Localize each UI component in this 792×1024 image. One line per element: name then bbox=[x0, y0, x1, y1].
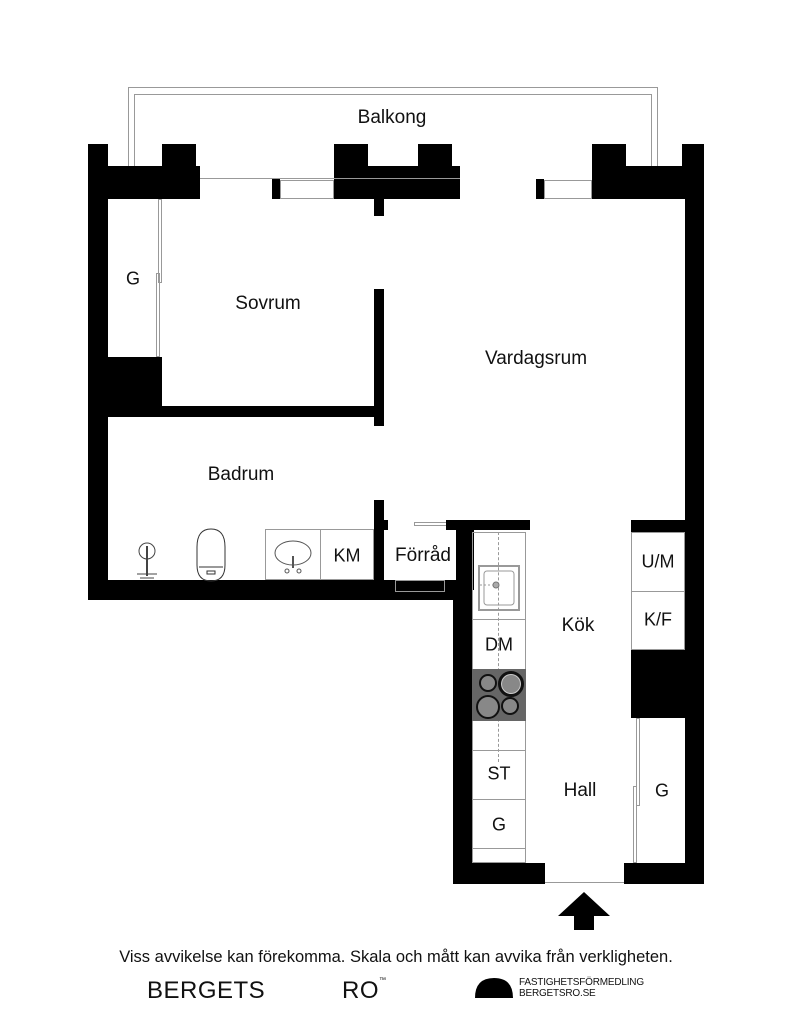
room-label-forrad: Förråd bbox=[395, 545, 451, 566]
wall bbox=[536, 179, 544, 199]
closet-door bbox=[158, 199, 162, 283]
wall bbox=[374, 289, 384, 426]
fixture-label-km: KM bbox=[333, 545, 361, 566]
room-label-vardagsrum: Vardagsrum bbox=[484, 348, 588, 369]
logo-dome-icon bbox=[475, 978, 513, 998]
closet-door bbox=[156, 273, 160, 357]
sink-icon bbox=[274, 540, 312, 574]
window bbox=[280, 180, 334, 199]
agency-line-2: BERGETSRO.SE bbox=[519, 988, 596, 999]
room-label-kok: Kök bbox=[561, 615, 595, 636]
counter-divider bbox=[472, 619, 526, 620]
wall bbox=[374, 199, 384, 216]
brand-left: BERGETS bbox=[147, 977, 266, 1004]
counter-divider bbox=[631, 591, 685, 592]
room-label-badrum: Badrum bbox=[207, 464, 275, 485]
wall bbox=[453, 863, 545, 884]
counter-centerline bbox=[498, 532, 499, 762]
wall bbox=[446, 520, 530, 530]
wall bbox=[108, 357, 162, 407]
wall bbox=[108, 406, 384, 417]
balcony-railing-inner bbox=[134, 94, 652, 167]
wall bbox=[88, 144, 108, 600]
room-label-balkong: Balkong bbox=[357, 107, 427, 128]
trademark: ™ bbox=[379, 977, 387, 984]
fixture-label-um: U/M bbox=[641, 551, 675, 572]
wall bbox=[272, 179, 280, 199]
brand-right: RO™ bbox=[342, 977, 387, 1005]
burner-icon bbox=[479, 674, 497, 692]
agency-line-1: FASTIGHETSFÖRMEDLING bbox=[519, 977, 644, 988]
burner-icon bbox=[498, 671, 524, 697]
window bbox=[544, 180, 592, 199]
wall bbox=[384, 520, 388, 530]
shower-icon bbox=[137, 542, 157, 579]
fixture-label-g-hall: G bbox=[654, 780, 670, 801]
counter-divider bbox=[472, 799, 526, 800]
balcony-railing-outer bbox=[128, 87, 658, 167]
entrance-threshold bbox=[545, 882, 624, 883]
wall bbox=[334, 144, 368, 199]
stove bbox=[472, 669, 526, 721]
burner-icon bbox=[501, 697, 519, 715]
fixture-label-g-kitchen: G bbox=[491, 814, 507, 835]
fixture-label-dm: DM bbox=[485, 634, 513, 655]
closet-door bbox=[636, 718, 640, 806]
wall bbox=[456, 530, 474, 590]
room-label-hall: Hall bbox=[563, 780, 597, 801]
counter-divider bbox=[472, 848, 526, 849]
agency-text: FASTIGHETSFÖRMEDLING BERGETSRO.SE bbox=[519, 977, 644, 999]
closet-door bbox=[633, 786, 637, 863]
wall bbox=[162, 144, 196, 174]
room-label-sovrum: Sovrum bbox=[235, 293, 301, 314]
fixture-label-st: ST bbox=[487, 763, 511, 784]
counter-divider bbox=[472, 750, 526, 751]
wall bbox=[453, 590, 472, 884]
balcony-door-line bbox=[200, 178, 460, 179]
wall bbox=[685, 144, 704, 884]
wall bbox=[631, 650, 685, 718]
toilet-icon bbox=[196, 528, 226, 582]
wall bbox=[624, 863, 704, 884]
burner-icon bbox=[476, 695, 500, 719]
wall bbox=[418, 144, 452, 174]
storage-shelf bbox=[395, 580, 445, 592]
wall bbox=[631, 520, 685, 532]
arrow-up-icon bbox=[558, 892, 610, 930]
fixture-label-g: G bbox=[125, 268, 141, 289]
fixture-label-kf: K/F bbox=[643, 609, 673, 630]
brand-right-text: RO bbox=[342, 977, 379, 1004]
washing-machine-box bbox=[320, 529, 374, 580]
wall bbox=[88, 580, 460, 600]
wall bbox=[374, 500, 384, 580]
kitchen-sink-icon bbox=[478, 565, 520, 611]
disclaimer-text: Viss avvikelse kan förekomma. Skala och … bbox=[119, 948, 673, 966]
